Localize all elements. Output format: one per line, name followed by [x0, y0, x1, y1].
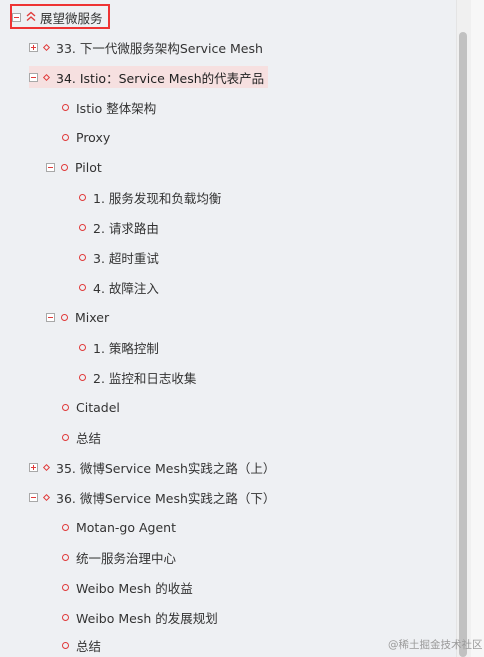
watermark-text: @稀土掘金技术社区 [388, 639, 483, 651]
tree-node-label: 2. 请求路由 [93, 220, 159, 236]
tree-node-label: Pilot [75, 159, 102, 175]
tree-node-summary-36[interactable]: 总结 [62, 634, 101, 656]
tree-node-motan-go-agent[interactable]: Motan-go Agent [62, 516, 176, 538]
circle-bullet-icon [79, 223, 86, 231]
tree-node-policy-control[interactable]: 1. 策略控制 [79, 336, 159, 358]
circle-bullet-icon [79, 373, 86, 381]
tree-node-governance-center[interactable]: 统一服务治理中心 [62, 546, 176, 568]
panel-edge [471, 0, 484, 657]
circle-bullet-icon [61, 313, 68, 321]
circle-bullet-icon [62, 523, 69, 531]
collapse-toggle-icon[interactable] [46, 162, 55, 172]
tree-node-label: 1. 策略控制 [93, 340, 159, 356]
circle-bullet-icon [62, 133, 69, 141]
circle-bullet-icon [62, 403, 69, 411]
circle-bullet-icon [62, 433, 69, 441]
tree-node-label: Citadel [76, 399, 120, 415]
tree-node-label: 36. 微博Service Mesh实践之路（下） [56, 490, 276, 506]
tree-node-34[interactable]: 34. Istio：Service Mesh的代表产品 [29, 66, 269, 88]
tree-node-timeout-retry[interactable]: 3. 超时重试 [79, 246, 159, 268]
tree-node-weibo-mesh-benefits[interactable]: Weibo Mesh 的收益 [62, 576, 193, 598]
tree-node-label: Motan-go Agent [76, 519, 176, 535]
tree-node-monitoring-logging[interactable]: 2. 监控和日志收集 [79, 366, 196, 388]
collapse-toggle-icon[interactable] [29, 72, 38, 82]
vertical-scrollbar-thumb[interactable] [459, 32, 467, 657]
tree-node-label: 展望微服务 [40, 10, 103, 26]
tree-node-label: 1. 服务发现和负载均衡 [93, 190, 222, 206]
diamond-bullet-icon [42, 463, 51, 471]
tree-node-label: 34. Istio：Service Mesh的代表产品 [56, 70, 265, 86]
tree-node-36[interactable]: 36. 微博Service Mesh实践之路（下） [29, 486, 275, 508]
circle-bullet-icon [62, 583, 69, 591]
tree-node-fault-injection[interactable]: 4. 故障注入 [79, 276, 159, 298]
tree-node-33[interactable]: 33. 下一代微服务架构Service Mesh [29, 36, 263, 58]
circle-bullet-icon [61, 163, 68, 171]
expand-toggle-icon[interactable] [29, 462, 38, 472]
circle-bullet-icon [62, 103, 69, 111]
tree-node-label: 总结 [76, 430, 102, 446]
circle-bullet-icon [79, 343, 86, 351]
tree-node-label: Istio 整体架构 [76, 100, 157, 116]
tree-node-label: 总结 [76, 638, 102, 654]
collapse-toggle-icon[interactable] [12, 12, 21, 22]
tree-node-citadel[interactable]: Citadel [62, 396, 120, 418]
tree-node-label: 33. 下一代微服务架构Service Mesh [56, 40, 263, 56]
tree-node-label: 3. 超时重试 [93, 250, 159, 266]
tree-node-label: 4. 故障注入 [93, 280, 159, 296]
circle-bullet-icon [62, 613, 69, 621]
tree-node-weibo-mesh-roadmap[interactable]: Weibo Mesh 的发展规划 [62, 606, 218, 628]
tree-node-label: 2. 监控和日志收集 [93, 370, 197, 386]
tree-node-label: 统一服务治理中心 [76, 550, 177, 566]
collapse-toggle-icon[interactable] [46, 312, 55, 322]
mind-map-tree: 展望微服务 33. 下一代微服务架构Service Mesh 34. Istio… [10, 4, 275, 656]
tree-node-mixer[interactable]: Mixer [46, 306, 109, 328]
tree-node-service-discovery[interactable]: 1. 服务发现和负载均衡 [79, 186, 221, 208]
chevron-stack-icon [26, 11, 36, 22]
diamond-bullet-icon [42, 493, 51, 501]
tree-node-pilot[interactable]: Pilot [46, 156, 102, 178]
tree-node-35[interactable]: 35. 微博Service Mesh实践之路（上） [29, 456, 275, 478]
tree-node-label: Mixer [75, 309, 110, 325]
circle-bullet-icon [62, 641, 69, 649]
circle-bullet-icon [79, 193, 86, 201]
tree-node-label: 35. 微博Service Mesh实践之路（上） [56, 460, 276, 476]
tree-node-label: Weibo Mesh 的收益 [76, 580, 193, 596]
collapse-toggle-icon[interactable] [29, 492, 38, 502]
diamond-bullet-icon [42, 43, 51, 51]
circle-bullet-icon [79, 283, 86, 291]
root-selection-frame [10, 4, 110, 29]
tree-node-label: Weibo Mesh 的发展规划 [76, 610, 218, 626]
circle-bullet-icon [79, 253, 86, 261]
diamond-bullet-icon [42, 73, 51, 81]
tree-node-proxy[interactable]: Proxy [62, 126, 110, 148]
tree-node-istio-architecture[interactable]: Istio 整体架构 [62, 96, 156, 118]
tree-node-label: Proxy [76, 129, 111, 145]
tree-node-summary-34[interactable]: 总结 [62, 426, 101, 448]
circle-bullet-icon [62, 553, 69, 561]
tree-node-root[interactable]: 展望微服务 [12, 6, 103, 28]
expand-toggle-icon[interactable] [29, 42, 38, 52]
tree-node-request-routing[interactable]: 2. 请求路由 [79, 216, 159, 238]
